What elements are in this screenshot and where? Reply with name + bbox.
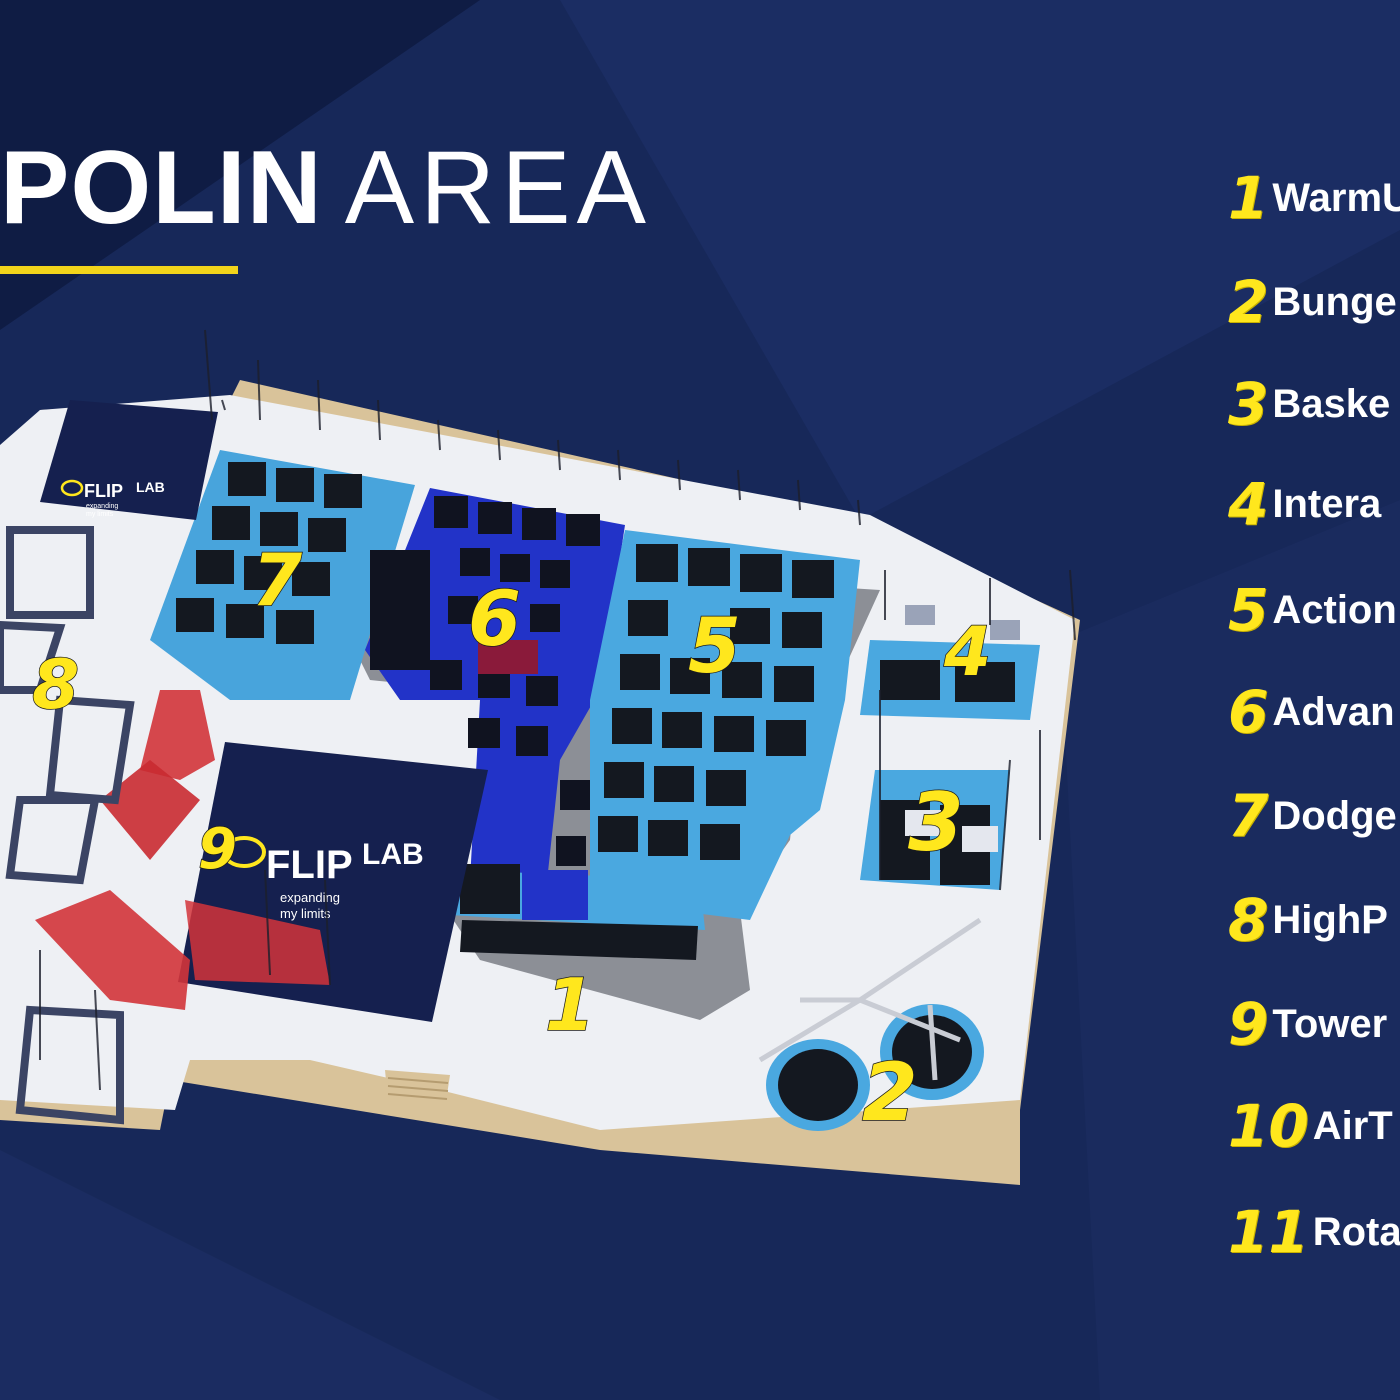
legend-label: Rotat <box>1312 1210 1400 1254</box>
zone-6-airbag <box>478 640 538 674</box>
logo-lab: LAB <box>136 479 165 495</box>
legend-label: Dodge <box>1272 794 1397 838</box>
legend-label: Bunge <box>1272 280 1397 324</box>
zone-number-1: 1 <box>545 963 595 1047</box>
logo-flip: FLIP <box>266 843 353 887</box>
legend-label: AirT <box>1312 1104 1393 1148</box>
tower-blocks <box>35 690 330 1010</box>
legend-number: 3 <box>1228 370 1269 438</box>
legend-number: 7 <box>1228 782 1269 850</box>
zone-8-frames <box>0 526 135 1125</box>
legend-label: Intera <box>1272 482 1382 526</box>
zone-number-8: 8 <box>32 646 79 725</box>
zone-2-rig <box>758 917 982 1081</box>
zone-4-screen <box>905 605 935 625</box>
legend-label: Advan <box>1272 690 1395 734</box>
legend-number: 5 <box>1228 576 1269 644</box>
legend-label: Tower <box>1272 1002 1388 1046</box>
zone-number-9: 9 <box>198 817 237 882</box>
logo-tagline-1: expanding <box>280 890 340 905</box>
logo-lab: LAB <box>362 838 424 871</box>
title-light: AREA <box>344 130 653 246</box>
logo-flip: FLIP <box>84 481 123 501</box>
swirl-icon <box>60 479 84 497</box>
legend-item-11: 11Rotat <box>1228 1196 1400 1268</box>
zone-5-mats <box>598 544 834 860</box>
flip-lab-logo-small: FLIP LAB expanding my limits <box>60 479 165 518</box>
zone-number-7: 7 <box>252 538 302 622</box>
legend-number: 8 <box>1228 886 1269 954</box>
title-bold: POLIN <box>0 130 323 246</box>
legend-number: 11 <box>1228 1198 1309 1266</box>
logo-tagline-1: expanding <box>86 503 118 510</box>
zone-4-screen <box>990 620 1020 640</box>
legend-label: Action <box>1272 588 1397 632</box>
zone-1-lane <box>460 920 698 960</box>
legend-number: 6 <box>1228 678 1269 746</box>
zone-3-hoop <box>962 826 998 852</box>
legend-number: 10 <box>1228 1092 1309 1160</box>
legend-number: 4 <box>1228 470 1269 538</box>
legend-label: HighP <box>1272 898 1388 942</box>
zone-number-4: 4 <box>943 613 991 692</box>
legend-label: WarmU <box>1272 176 1400 220</box>
zone-3-hoop <box>905 810 941 836</box>
zone-4-mat <box>955 662 1015 702</box>
zone-number-2: 2 <box>862 1046 918 1139</box>
net-posts <box>39 329 1076 1091</box>
zone-number-3: 3 <box>908 776 964 869</box>
zone-number-6: 6 <box>468 574 521 663</box>
flip-lab-logo-large: FLIP LAB expanding my limits <box>222 836 424 921</box>
legend-label: Baske <box>1272 382 1391 426</box>
swirl-icon <box>222 836 266 868</box>
zone-number-5: 5 <box>688 601 741 690</box>
zone-7-mats <box>176 462 362 644</box>
logo-tagline-2: my limits <box>86 511 114 518</box>
legend-number: 1 <box>1228 164 1269 232</box>
zone-4-mat <box>880 660 940 700</box>
zone-6-mats <box>370 496 600 866</box>
zone-1-mat <box>460 864 520 914</box>
logo-mat-small <box>40 400 218 520</box>
legend-number: 9 <box>1228 990 1269 1058</box>
title-underline <box>0 266 238 274</box>
logo-tagline-2: my limits <box>280 906 331 921</box>
zone-1-airbag <box>522 870 588 920</box>
legend-number: 2 <box>1228 268 1269 336</box>
